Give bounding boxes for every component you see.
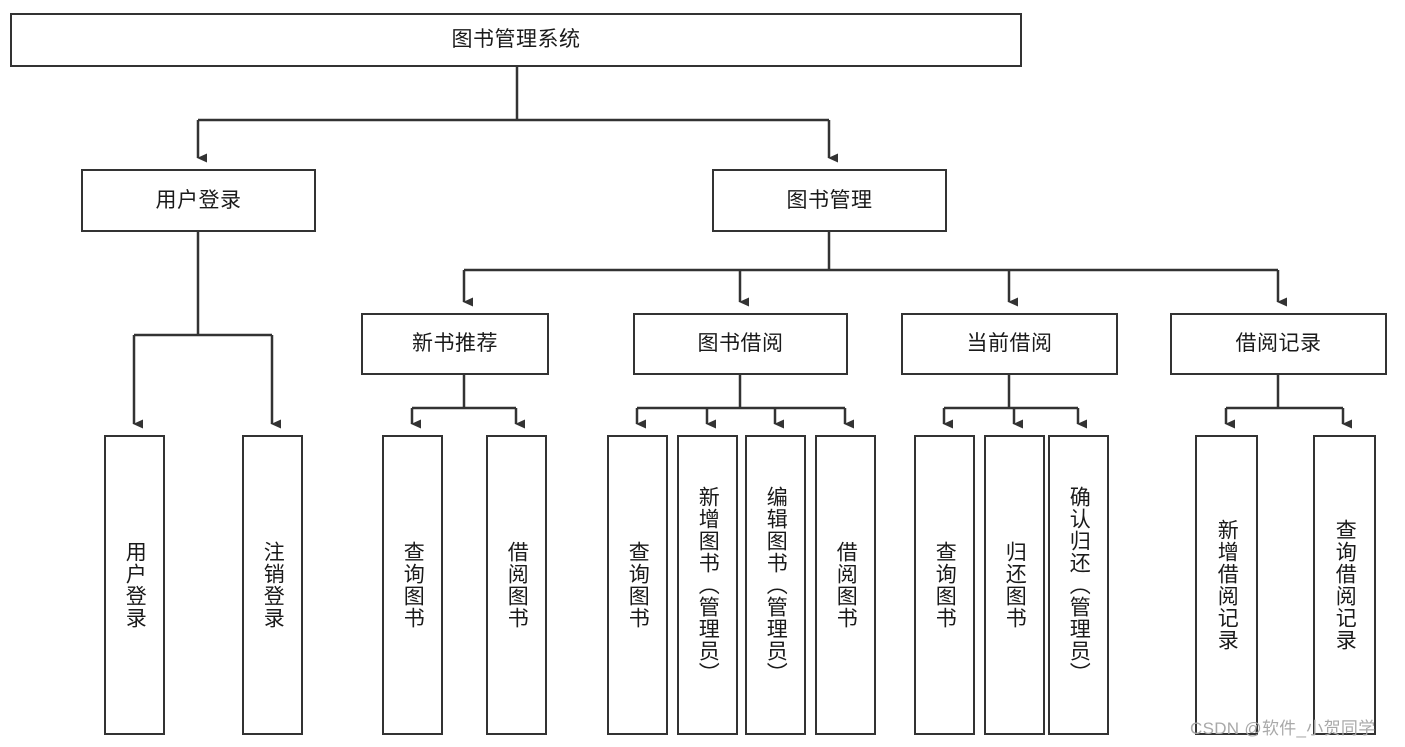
node-borrow-record[interactable]: 借阅记录 xyxy=(1170,313,1387,375)
node-label: 确认归还（管理员） xyxy=(1067,486,1091,684)
node-user-login[interactable]: 用户登录 xyxy=(81,169,316,232)
node-label: 图书借阅 xyxy=(697,332,784,356)
node-label: 编辑图书（管理员） xyxy=(764,486,788,684)
node-label: 查询图书 xyxy=(933,541,957,629)
leaf-add-book-admin[interactable]: 新增图书（管理员） xyxy=(677,435,738,735)
node-label: 注销登录 xyxy=(261,541,285,629)
node-label: 借阅图书 xyxy=(834,541,858,629)
node-label: 查询图书 xyxy=(401,541,425,629)
node-label: 用户登录 xyxy=(123,541,147,629)
node-label: 新书推荐 xyxy=(412,332,498,356)
node-label: 查询图书 xyxy=(626,541,650,629)
leaf-query-book-recommend[interactable]: 查询图书 xyxy=(382,435,443,735)
leaf-return-book[interactable]: 归还图书 xyxy=(984,435,1045,735)
leaf-query-book-borrow[interactable]: 查询图书 xyxy=(607,435,668,735)
node-label: 归还图书 xyxy=(1003,541,1027,629)
csdn-watermark: CSDN @软件_小贺同学 xyxy=(1190,719,1376,738)
node-label: 图书管理系统 xyxy=(451,28,581,52)
node-new-book-recommend[interactable]: 新书推荐 xyxy=(361,313,549,375)
leaf-user-login[interactable]: 用户登录 xyxy=(104,435,165,735)
node-label: 新增图书（管理员） xyxy=(696,486,720,684)
leaf-edit-book-admin[interactable]: 编辑图书（管理员） xyxy=(745,435,806,735)
node-root-book-management-system[interactable]: 图书管理系统 xyxy=(10,13,1022,67)
node-label: 借阅图书 xyxy=(505,541,529,629)
leaf-confirm-return-admin[interactable]: 确认归还（管理员） xyxy=(1048,435,1109,735)
node-label: 新增借阅记录 xyxy=(1215,519,1239,651)
leaf-query-borrow-record[interactable]: 查询借阅记录 xyxy=(1313,435,1376,735)
leaf-logout-login[interactable]: 注销登录 xyxy=(242,435,303,735)
leaf-add-borrow-record[interactable]: 新增借阅记录 xyxy=(1195,435,1258,735)
node-label: 图书管理 xyxy=(786,188,873,212)
node-book-borrow[interactable]: 图书借阅 xyxy=(633,313,848,375)
node-label: 借阅记录 xyxy=(1235,332,1322,356)
leaf-borrow-book[interactable]: 借阅图书 xyxy=(815,435,876,735)
node-book-management[interactable]: 图书管理 xyxy=(712,169,947,232)
node-current-borrow[interactable]: 当前借阅 xyxy=(901,313,1118,375)
leaf-borrow-book-recommend[interactable]: 借阅图书 xyxy=(486,435,547,735)
node-label: 当前借阅 xyxy=(966,332,1053,356)
node-label: 用户登录 xyxy=(155,188,242,212)
node-label: 查询借阅记录 xyxy=(1333,519,1357,651)
leaf-query-book-current[interactable]: 查询图书 xyxy=(914,435,975,735)
